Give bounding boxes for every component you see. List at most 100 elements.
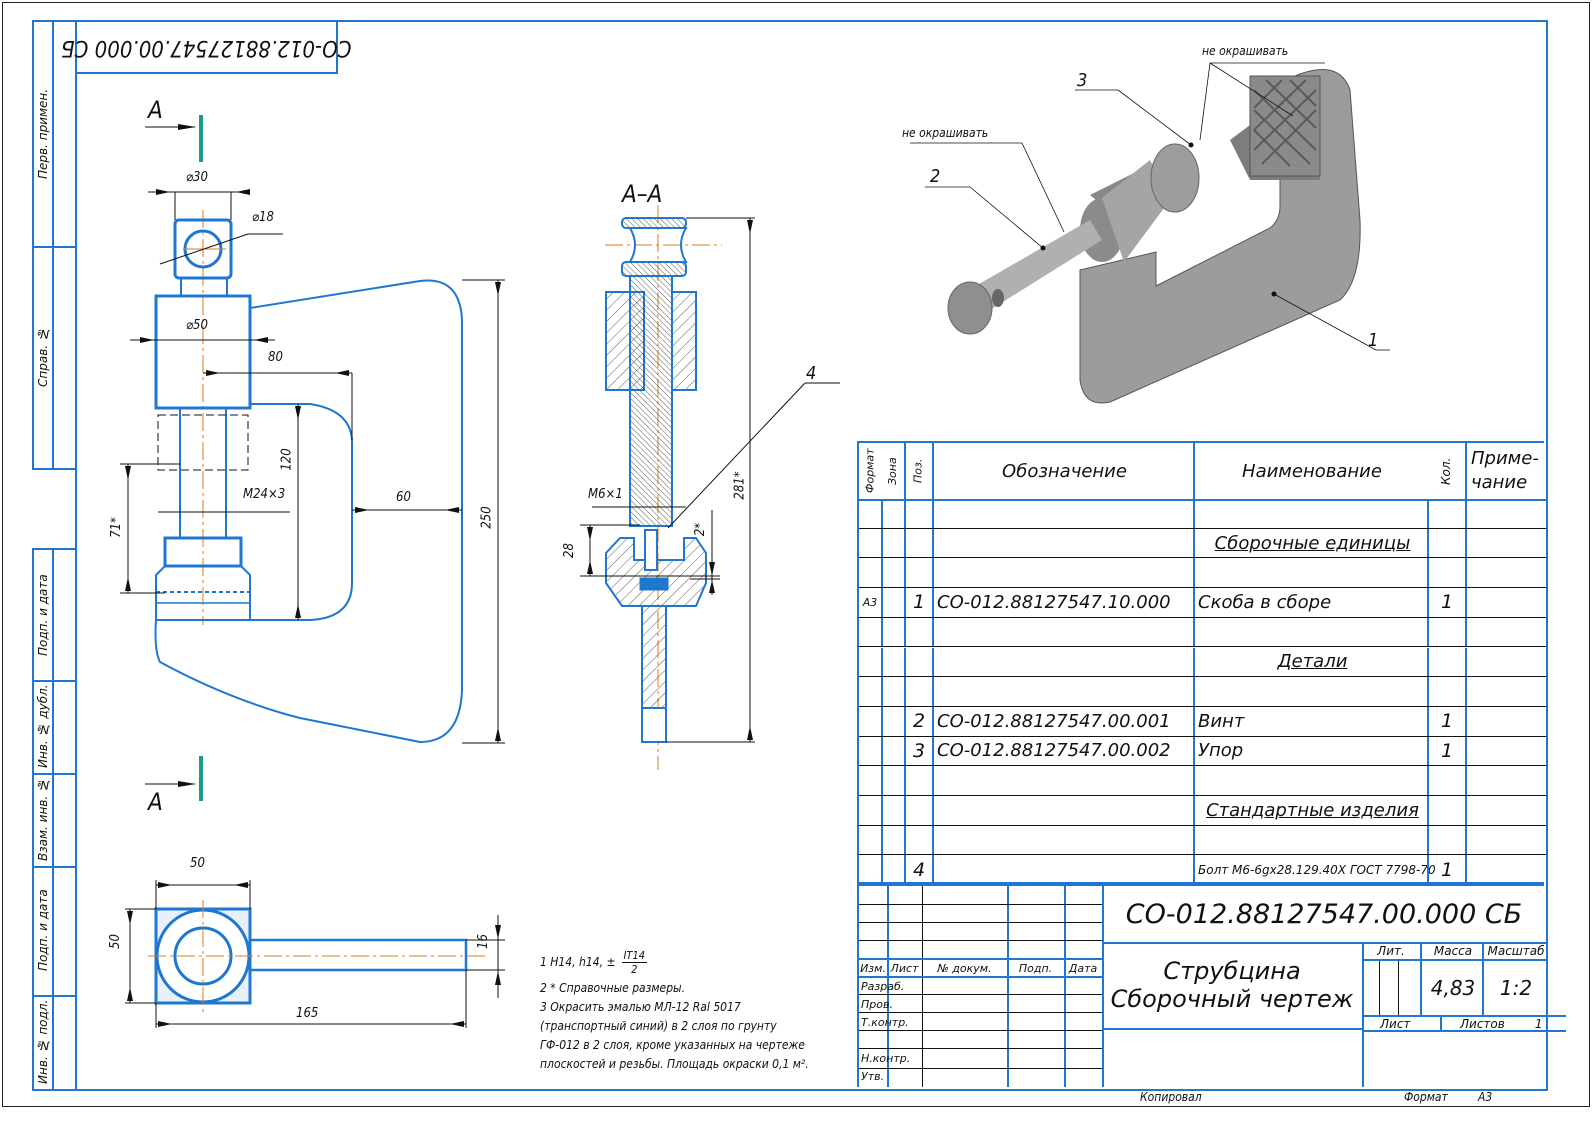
note-1-prefix: 1 H14, h14, ±	[540, 955, 616, 969]
drawing-frame	[75, 20, 1548, 1091]
cell-empty	[1465, 499, 1546, 528]
cell-name: Детали	[1193, 647, 1427, 677]
role-label	[861, 1032, 921, 1049]
sheet-label: Лист	[1362, 1015, 1458, 1032]
cell-name	[1193, 825, 1427, 855]
cell-empty	[881, 706, 904, 736]
cell-format: А3	[862, 595, 878, 609]
role-label: Н.контр.	[861, 1052, 911, 1065]
grid-vline	[887, 886, 889, 1087]
cell-empty	[881, 499, 904, 528]
cell-qty: 1	[1427, 736, 1465, 766]
cell-qty	[1427, 499, 1465, 528]
top-view	[125, 880, 505, 1028]
cell-pos: 1	[904, 588, 932, 617]
dim-d30: ⌀30	[186, 170, 208, 185]
role-label: Пров.	[861, 998, 893, 1011]
section-view	[580, 205, 840, 770]
cell-empty	[1465, 736, 1546, 766]
cell-pos	[904, 558, 932, 588]
grid-hline	[859, 1048, 1102, 1049]
side-strip-upper: Перв. примен. Справ. №	[32, 20, 77, 470]
cell-format	[859, 499, 881, 528]
cell-name	[1193, 558, 1427, 588]
grid-hline	[859, 940, 1102, 941]
cell-pos	[904, 528, 932, 558]
grid-vline	[1007, 886, 1009, 1087]
cell-pos	[904, 617, 932, 647]
drawing-title: Струбцина Сборочный чертеж	[1102, 942, 1362, 1030]
dim-28: 28	[561, 543, 577, 558]
section-letter-top: А	[148, 96, 163, 124]
cell-pos: 3	[904, 736, 932, 766]
cell-qty: 1	[1427, 588, 1465, 617]
cell-name	[1193, 617, 1427, 647]
dim-80: 80	[268, 350, 283, 365]
cell-pos	[904, 796, 932, 825]
cell-empty	[881, 766, 904, 795]
cell-empty	[1465, 558, 1546, 588]
cell-format	[859, 558, 881, 587]
note-3-line-1: 3 Окрасить эмалью МЛ-12 Ral 5017	[540, 1000, 741, 1014]
cell-name: Винт	[1193, 706, 1427, 736]
cell-empty	[881, 558, 904, 588]
role-label: Т.контр.	[861, 1016, 909, 1029]
dim-top-h50: 50	[107, 934, 123, 949]
dim-thread-m24: M24×3	[243, 487, 286, 502]
cell-format	[859, 855, 881, 885]
col-label-date: Дата	[1068, 961, 1098, 975]
footer-format-label: Формат	[1404, 1090, 1448, 1104]
cell-designation	[932, 855, 1193, 886]
dim-120: 120	[279, 448, 295, 471]
cell-qty	[1427, 677, 1465, 706]
c-frame-outline	[154, 279, 463, 744]
cell-empty	[1465, 706, 1546, 736]
cell-qty: 1	[1427, 855, 1465, 886]
cell-name: Скоба в сборе	[1193, 588, 1427, 617]
sheets-count: 1	[1534, 1016, 1543, 1031]
spec-row	[859, 499, 1546, 529]
header-zone: Зона	[881, 443, 906, 499]
spec-row	[859, 677, 1546, 707]
cell-format	[859, 529, 881, 558]
dim-60: 60	[396, 490, 411, 505]
col-label-izm: Изм.	[860, 961, 886, 975]
no-paint-label-top: не окрашивать	[1202, 44, 1289, 58]
iso-callout-1: 1	[1368, 330, 1379, 351]
section-title: А–А	[622, 180, 663, 208]
sheet-outer-border	[2, 2, 1590, 1107]
spec-table: Формат Зона Поз. Обозначение Наименовани…	[857, 441, 1546, 886]
grid-vline	[922, 886, 923, 1087]
cell-designation	[932, 617, 1193, 647]
dim-top-w50: 50	[190, 856, 205, 871]
footer-copied: Копировал	[1140, 1090, 1202, 1104]
cell-format	[859, 707, 881, 736]
cell-qty	[1427, 647, 1465, 677]
cell-empty	[1465, 647, 1546, 677]
iso-callout-2: 2	[930, 166, 941, 187]
header-note: Приме- чание	[1465, 443, 1546, 499]
spec-header: Формат Зона Поз. Обозначение Наименовани…	[859, 443, 1546, 501]
grid-hline	[859, 1068, 1102, 1069]
cell-empty	[1465, 528, 1546, 558]
lower-jaw	[163, 536, 243, 568]
cell-name	[1193, 766, 1427, 795]
cell-empty	[881, 796, 904, 825]
lit-label: Лит.	[1362, 942, 1420, 961]
cell-name: Упор	[1193, 736, 1427, 766]
spec-row	[859, 617, 1546, 648]
note-1-numerator: IT14	[621, 948, 648, 963]
dim-71: 71*	[108, 517, 124, 538]
scale-value: 1:2	[1482, 961, 1548, 1015]
cell-qty	[1427, 825, 1465, 855]
cell-designation: СО-012.88127547.10.000	[932, 588, 1193, 617]
col-label-sign: Подп.	[1018, 961, 1053, 975]
header-qty: Кол.	[1427, 443, 1467, 499]
lit-cells	[1362, 961, 1420, 1015]
note-3-line-4: плоскостей и резьбы. Площадь окраски 0,1…	[540, 1057, 809, 1071]
cell-designation	[932, 558, 1193, 588]
grid-hline	[859, 1012, 1102, 1013]
cell-name	[1193, 499, 1427, 528]
